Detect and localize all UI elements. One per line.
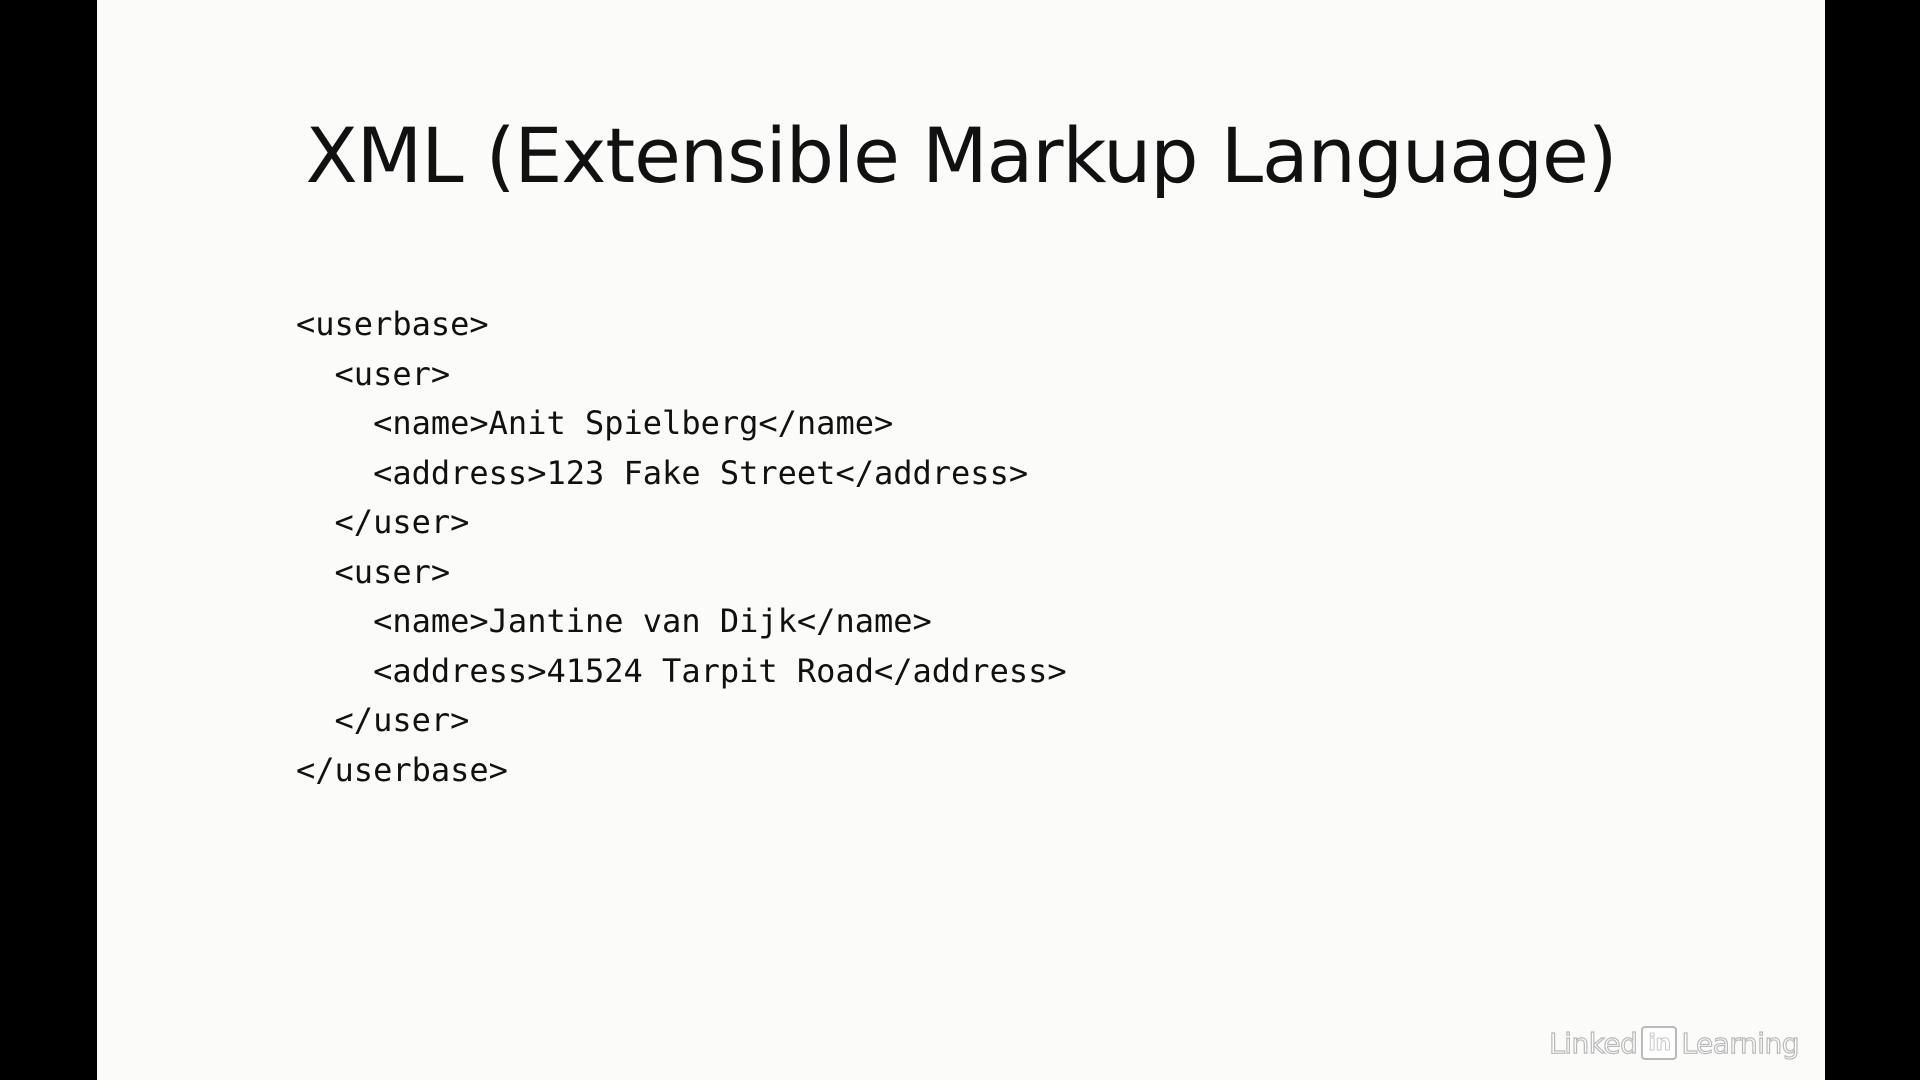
linkedin-learning-watermark: Linked in Learning [1548, 1026, 1800, 1060]
code-line: <address>41524 Tarpit Road</address> [296, 651, 1067, 690]
code-line: <user> [296, 354, 451, 393]
xml-code-block: <userbase> <user> <name>Anit Spielberg</… [296, 300, 1067, 795]
code-line: </userbase> [296, 750, 508, 789]
code-line: </user> [296, 503, 470, 541]
presentation-slide: XML (Extensible Markup Language) <userba… [97, 0, 1825, 1080]
linkedin-in-logo-icon: in [1641, 1026, 1678, 1060]
code-line: <user> [296, 552, 451, 591]
code-line: </user> [296, 701, 470, 739]
code-line: <userbase> [296, 305, 489, 343]
code-line: <name>Jantine van Dijk</name> [296, 602, 932, 640]
code-line: <address>123 Fake Street</address> [296, 453, 1029, 492]
slide-title: XML (Extensible Markup Language) [305, 111, 1618, 200]
code-line: <name>Anit Spielberg</name> [296, 404, 894, 442]
watermark-prefix: Linked [1548, 1026, 1638, 1060]
watermark-suffix: Learning [1681, 1026, 1800, 1060]
